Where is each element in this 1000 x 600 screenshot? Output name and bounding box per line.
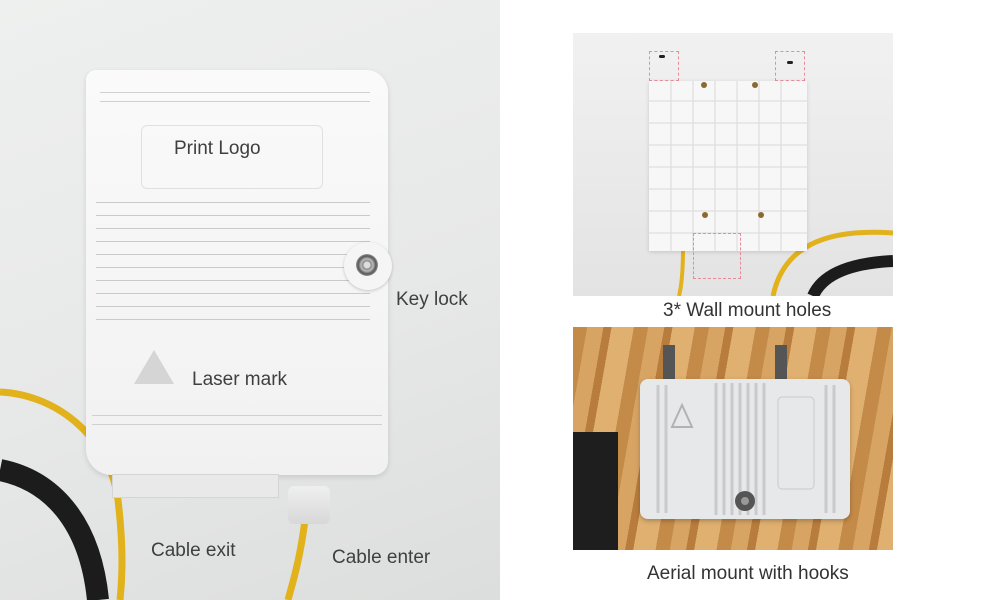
label-key-lock: Key lock bbox=[396, 289, 468, 310]
box-mounted bbox=[640, 379, 850, 519]
caption-aerial-mount: Aerial mount with hooks bbox=[647, 563, 849, 584]
mount-hole-highlight-2 bbox=[775, 51, 805, 81]
mount-hole-highlight-3 bbox=[693, 233, 741, 279]
label-print-logo: Print Logo bbox=[174, 138, 261, 159]
cable-gland bbox=[288, 486, 330, 524]
label-cable-exit: Cable exit bbox=[151, 540, 236, 561]
caption-wall-mount: 3* Wall mount holes bbox=[663, 300, 832, 321]
hook-left bbox=[663, 345, 675, 385]
label-cable-enter: Cable enter bbox=[332, 547, 431, 568]
mount-hole-2 bbox=[787, 61, 793, 64]
back-cables-graphic bbox=[677, 229, 893, 296]
product-photo-front: Print Logo Key lock Laser mark Cable exi… bbox=[0, 0, 500, 600]
cable-exit-ports bbox=[112, 474, 279, 498]
dark-object bbox=[573, 432, 618, 550]
box-back-panel bbox=[649, 81, 807, 251]
hook-right bbox=[775, 345, 787, 385]
mount-hole-highlight-1 bbox=[649, 51, 679, 81]
label-laser-mark: Laser mark bbox=[192, 369, 288, 390]
mount-hole-1 bbox=[659, 55, 665, 58]
product-photo-back bbox=[573, 33, 893, 296]
laser-warning-icon bbox=[134, 350, 174, 384]
key-lock bbox=[344, 242, 392, 290]
lock-icon bbox=[356, 254, 378, 276]
logo-panel bbox=[141, 125, 323, 189]
distribution-box bbox=[86, 70, 392, 475]
product-photo-aerial bbox=[573, 327, 893, 550]
